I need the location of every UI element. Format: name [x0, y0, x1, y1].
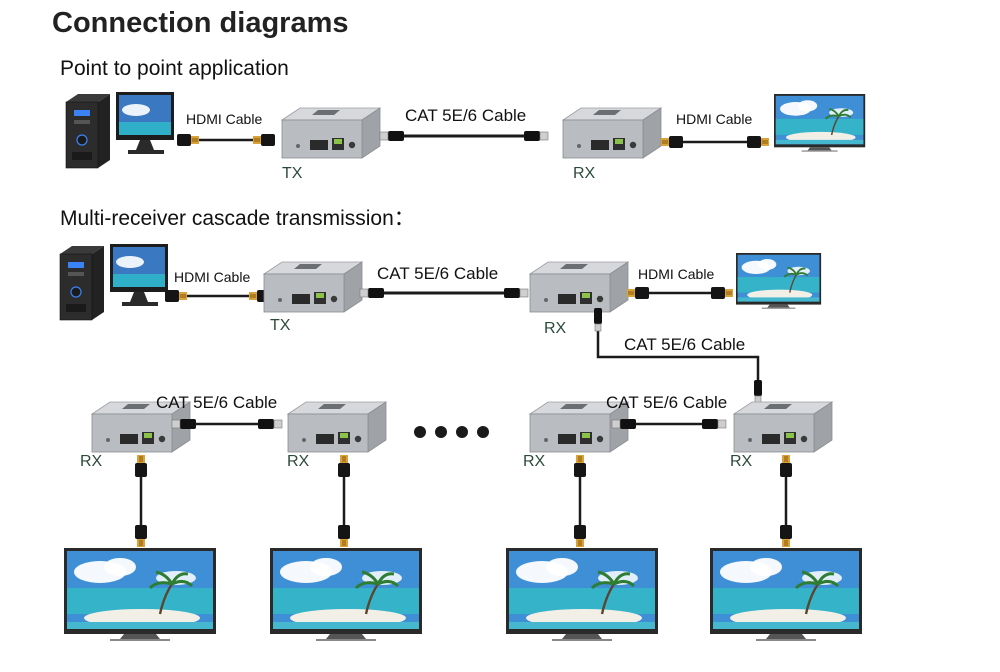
- display-tv-icon: [62, 546, 218, 643]
- cascade-diagram: HDMI Cable TX CAT 5E/6 Cable RX HDMI Cab…: [59, 243, 864, 643]
- tx-extender-icon: [263, 261, 363, 313]
- rj45-connector-icon: [523, 130, 549, 142]
- tx-label: TX: [270, 317, 291, 334]
- hdmi-drop-4: [780, 455, 792, 547]
- page-title: Connection diagrams: [52, 7, 349, 39]
- rx-label: RX: [544, 320, 567, 337]
- hdmi-connector-icon: [711, 287, 733, 299]
- rx-extender-icon: [733, 401, 833, 453]
- rx-extender-icon: [562, 107, 662, 159]
- source-pc-icon: [65, 91, 175, 169]
- tx-label: TX: [282, 165, 303, 182]
- hdmi-connector-icon: [177, 134, 199, 146]
- hdmi-drop-3: [574, 455, 586, 547]
- cat-cable-label: CAT 5E/6 Cable: [156, 393, 277, 412]
- p2p-diagram: HDMI Cable TX CAT 5E/6 Cable RX HDMI Cab…: [65, 91, 867, 182]
- hdmi-cable-label: HDMI Cable: [676, 111, 752, 127]
- rj45-connector-icon: [593, 307, 603, 332]
- rx-label: RX: [523, 453, 546, 470]
- p2p-heading: Point to point application: [60, 57, 289, 80]
- hdmi-cable-label: HDMI Cable: [186, 111, 262, 127]
- hdmi-cable-label: HDMI Cable: [638, 266, 714, 282]
- cat-cable-line: [596, 318, 760, 392]
- rj45-connector-icon: [701, 418, 727, 430]
- display-tv-icon: [268, 546, 424, 643]
- rj45-connector-icon: [611, 418, 637, 430]
- cat-cable-label: CAT 5E/6 Cable: [624, 335, 745, 354]
- rj45-connector-icon: [171, 418, 197, 430]
- hdmi-connector-icon: [165, 290, 187, 302]
- display-tv-icon: [504, 546, 660, 643]
- tx-extender-icon: [281, 107, 381, 159]
- hdmi-cable-label: HDMI Cable: [174, 269, 250, 285]
- ellipsis-dots-icon: [414, 426, 489, 438]
- rj45-connector-icon: [753, 379, 763, 404]
- hdmi-connector-icon: [661, 136, 683, 148]
- display-tv-icon: [773, 93, 867, 153]
- rx-extender-icon: [529, 261, 629, 313]
- display-tv-icon: [708, 546, 864, 643]
- rj45-connector-icon: [257, 418, 283, 430]
- rx-label: RX: [730, 453, 753, 470]
- rx-label: RX: [573, 165, 596, 182]
- source-pc-icon: [59, 243, 169, 321]
- rx-label: RX: [80, 453, 103, 470]
- cat-cable-label: CAT 5E/6 Cable: [606, 393, 727, 412]
- rx-extender-icon: [287, 401, 387, 453]
- cat-cable-label: CAT 5E/6 Cable: [377, 264, 498, 283]
- display-tv-icon: [735, 252, 823, 310]
- hdmi-connector-icon: [627, 287, 649, 299]
- rj45-connector-icon: [359, 287, 385, 299]
- rj45-connector-icon: [379, 130, 405, 142]
- hdmi-connector-icon: [253, 134, 275, 146]
- hdmi-connector-icon: [747, 136, 769, 148]
- hdmi-drop-2: [338, 455, 350, 547]
- cat-cable-label: CAT 5E/6 Cable: [405, 106, 526, 125]
- rj45-connector-icon: [503, 287, 529, 299]
- rx-label: RX: [287, 453, 310, 470]
- hdmi-drop-1: [135, 455, 147, 547]
- cascade-heading: Multi-receiver cascade transmission：: [60, 207, 415, 230]
